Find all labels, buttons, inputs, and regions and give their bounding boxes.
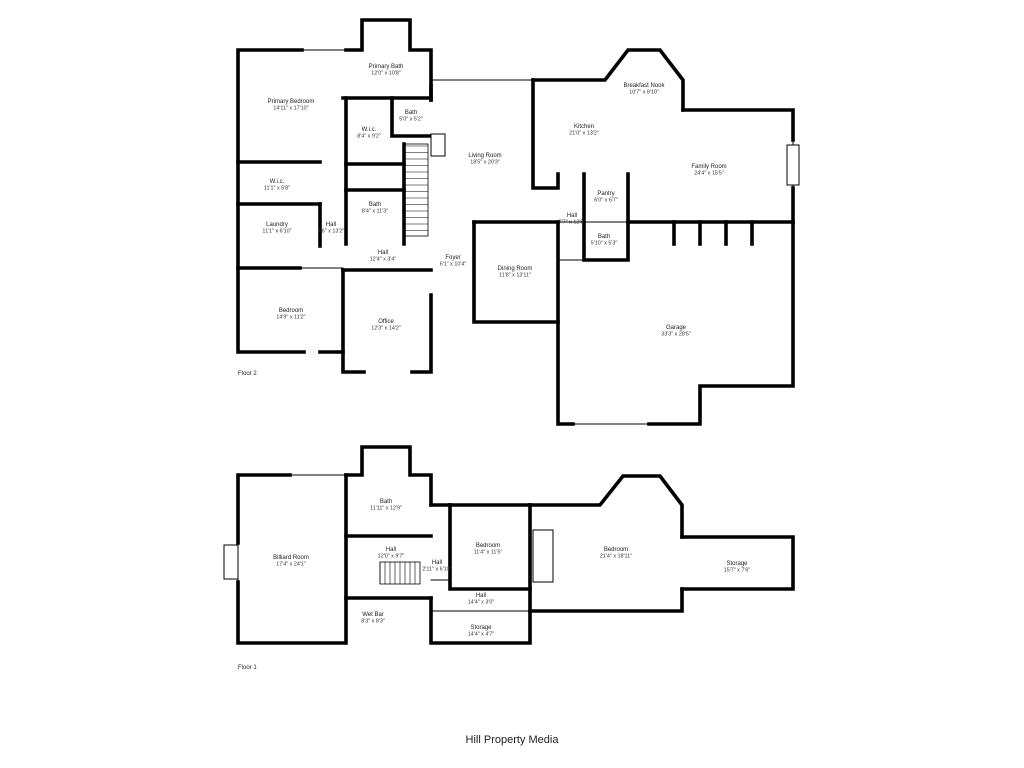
room-name-label: Billiard Room [273, 555, 309, 561]
room-name-label: Bedroom [604, 547, 628, 553]
wall-segment [344, 18, 433, 102]
room-dimensions-label: 10'7" x 8'10" [629, 90, 659, 96]
wall-segment [472, 220, 560, 324]
stair-outline [403, 143, 429, 237]
room-dimensions-label: 7'7" x 12'5" [559, 220, 586, 226]
wall-segment [556, 220, 575, 426]
room-name-label: Bath [405, 110, 417, 116]
walls [236, 18, 795, 645]
room-name-label: Foyer [445, 255, 460, 261]
wall-segment [647, 220, 795, 426]
room-name-label: Family Room [691, 164, 726, 170]
fireplace [786, 144, 800, 186]
room-name-label: Storage [726, 561, 748, 567]
stairs [403, 143, 429, 237]
room-dimensions-label: 5'0" x 5'2" [399, 117, 423, 123]
wall-segment [582, 172, 630, 262]
room-dimensions-label: 11'4" x 11'5" [474, 550, 503, 556]
room-dimensions-label: 12'4" x 3'4" [370, 257, 397, 263]
wall-segment [448, 503, 532, 591]
room-dimensions-label: 11'8" x 13'11" [499, 273, 531, 279]
wall-segment [236, 48, 306, 354]
wall-segment [410, 293, 433, 374]
credit-text: Hill Property Media [465, 734, 559, 746]
room-dimensions-label: 14'11" x 17'10" [273, 106, 308, 112]
room-name-label: Primary Bedroom [268, 99, 315, 105]
room-dimensions-label: 14'4" x 4'7" [468, 632, 495, 638]
room-dimensions-label: 21'0" x 13'2" [569, 131, 599, 137]
floor-label: Floor 2 [238, 371, 257, 377]
room-name-label: Wet Bar [362, 612, 384, 618]
wall-segment [390, 96, 433, 138]
fixtures [223, 133, 800, 585]
room-name-label: Bath [369, 202, 381, 208]
room-dimensions-label: 7'6" x 13'2" [318, 229, 345, 235]
room-dimensions-label: 14'9" x 11'2" [276, 315, 305, 321]
wall-segment [528, 503, 684, 613]
room-dimensions-label: 8'4" x 9'2" [357, 134, 381, 140]
room-dimensions-label: 24'4" x 15'5" [694, 171, 724, 177]
fireplace [532, 529, 554, 583]
room-dimensions-label: 33'3" x 28'5" [661, 332, 691, 338]
room-dimensions-label: 6'0" x 6'7" [594, 198, 618, 204]
room-name-label: Laundry [266, 222, 288, 228]
room-name-label: Hall [567, 213, 577, 219]
room-name-label: Living Room [468, 153, 501, 159]
room-name-label: Hall [476, 593, 486, 599]
stairs [379, 561, 421, 585]
wall-segment [341, 268, 366, 374]
room-dimensions-label: 8'3" x 8'3" [361, 619, 385, 625]
room-dimensions-label: 2'11" x 6'10" [422, 567, 451, 573]
room-name-label: Hall [386, 547, 396, 553]
wall-segment [236, 473, 292, 545]
room-name-label: Garage [666, 325, 687, 331]
room-dimensions-label: 18'5" x 20'3" [470, 160, 500, 166]
room-name-label: Pantry [597, 191, 614, 197]
room-dimensions-label: 14'4" x 3'0" [468, 600, 495, 606]
room-name-label: Hall [326, 222, 336, 228]
wall-segment [528, 474, 684, 539]
room-dimensions-label: 15'7" x 7'6" [724, 568, 751, 574]
wall-segment [681, 108, 795, 142]
room-name-label: W.i.c. [270, 179, 285, 185]
wall-segment [531, 48, 685, 112]
wall-segment [680, 535, 795, 591]
floor-labels: Floor 2 Floor 1 [238, 371, 257, 671]
room-dimensions-label: 11'1" x 6'10" [262, 229, 291, 235]
room-dimensions-label: 12'0" x 10'8" [371, 71, 401, 77]
room-dimensions-label: 11'11" x 12'9" [370, 506, 402, 512]
room-dimensions-label: 12'3" x 14'2" [371, 326, 401, 332]
room-name-label: Bedroom [279, 308, 303, 314]
fireplace [430, 133, 446, 157]
wall-segment [531, 78, 560, 190]
room-name-label: W.i.c. [362, 127, 377, 133]
wall-segment [236, 580, 345, 645]
room-name-label: Bath [598, 234, 610, 240]
room-name-label: Primary Bath [369, 64, 404, 70]
room-dimensions-label: 8'4" x 11'3" [362, 209, 388, 215]
room-dimensions-label: 6'1" x 10'4" [440, 262, 467, 268]
room-dimensions-label: 5'10" x 5'3" [591, 241, 618, 247]
room-name-label: Storage [470, 625, 492, 631]
room-name-label: Dining Room [498, 266, 533, 272]
wall-segment [429, 596, 532, 645]
room-dimensions-label: 17'4" x 24'1" [276, 562, 306, 568]
floor-label: Floor 1 [238, 665, 257, 671]
room-dimensions-label: 21'4" x 18'11" [600, 554, 632, 560]
room-name-label: Hall [378, 250, 388, 256]
room-name-label: Office [378, 319, 394, 325]
room-dimensions-label: 12'0" x 9'7" [378, 554, 405, 560]
fireplace [223, 544, 239, 580]
room-name-label: Hall [432, 560, 442, 566]
room-dimensions-label: 11'1" x 5'8" [264, 186, 290, 192]
room-name-label: Kitchen [574, 124, 594, 130]
wall-segment [344, 445, 433, 507]
room-name-label: Bath [380, 499, 392, 505]
room-name-label: Bedroom [476, 543, 500, 549]
stair-outline [379, 561, 421, 585]
room-name-label: Breakfast Nook [623, 83, 665, 89]
